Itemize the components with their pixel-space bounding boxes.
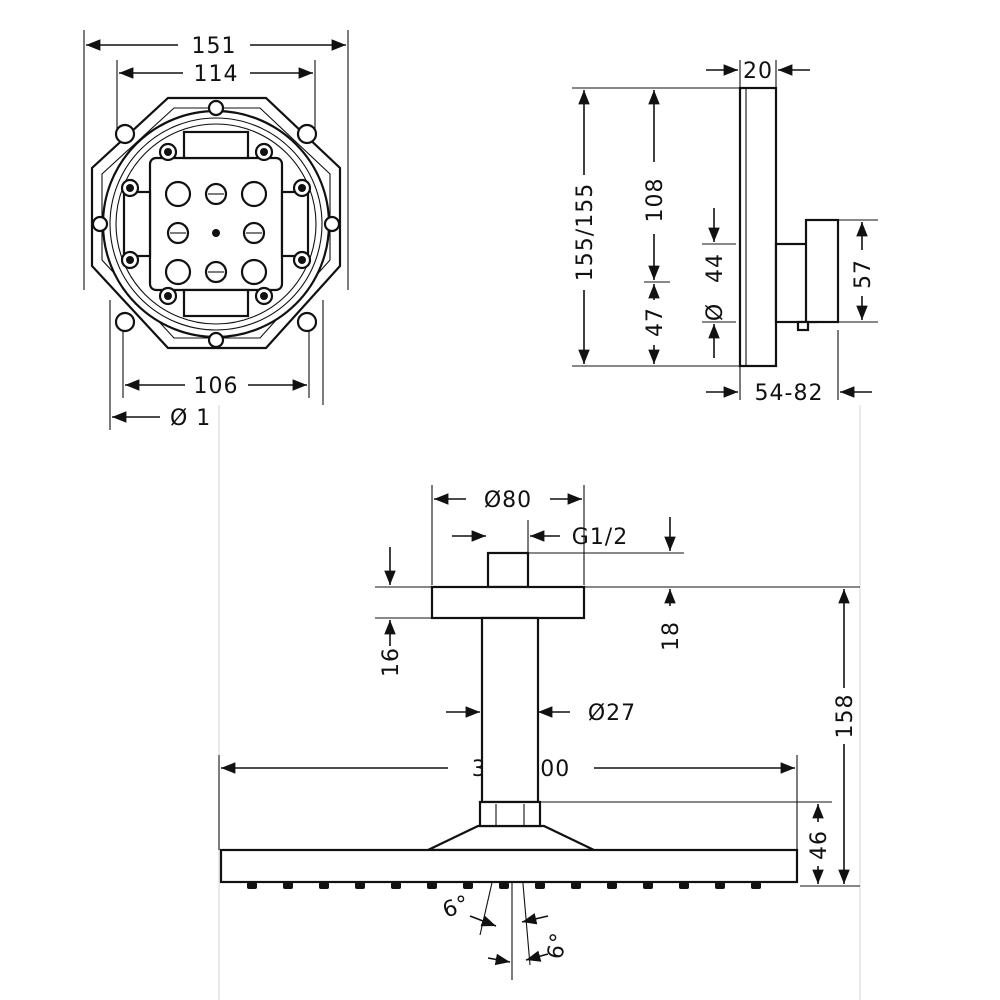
dim-20: 20	[743, 59, 773, 84]
dim-44: 44	[703, 253, 728, 283]
dim-158: 158	[833, 694, 858, 739]
dim-diameter: Ø 1	[170, 406, 211, 431]
overhead-shower-view: Ø80 G1/2 16 18 Ø27 158 300/300 46	[218, 405, 861, 1000]
dim-106: 106	[194, 374, 239, 399]
dim-d80: Ø80	[484, 488, 532, 513]
dim-54-82: 54-82	[755, 381, 824, 406]
dim-114: 114	[194, 62, 239, 87]
dim-16: 16	[379, 647, 404, 677]
dim-18: 18	[659, 621, 684, 651]
dim-g12: G1/2	[572, 525, 628, 550]
trim-side-view: 20 155/155 108 47 44 Ø 57 54-82	[572, 59, 878, 406]
dim-angle-left: 6°	[440, 891, 474, 924]
dim-57: 57	[851, 259, 876, 289]
mounting-box-view: 151 114 106 Ø 1	[83, 30, 349, 431]
dim-angle-right: 6°	[543, 930, 572, 961]
dim-d27: Ø27	[588, 701, 636, 726]
dim-47: 47	[643, 307, 668, 337]
dim-diameter-symbol: Ø	[703, 303, 728, 321]
dim-108: 108	[643, 178, 668, 223]
dim-151: 151	[192, 34, 237, 59]
dim-46: 46	[807, 830, 832, 860]
dim-155: 155/155	[573, 183, 598, 281]
